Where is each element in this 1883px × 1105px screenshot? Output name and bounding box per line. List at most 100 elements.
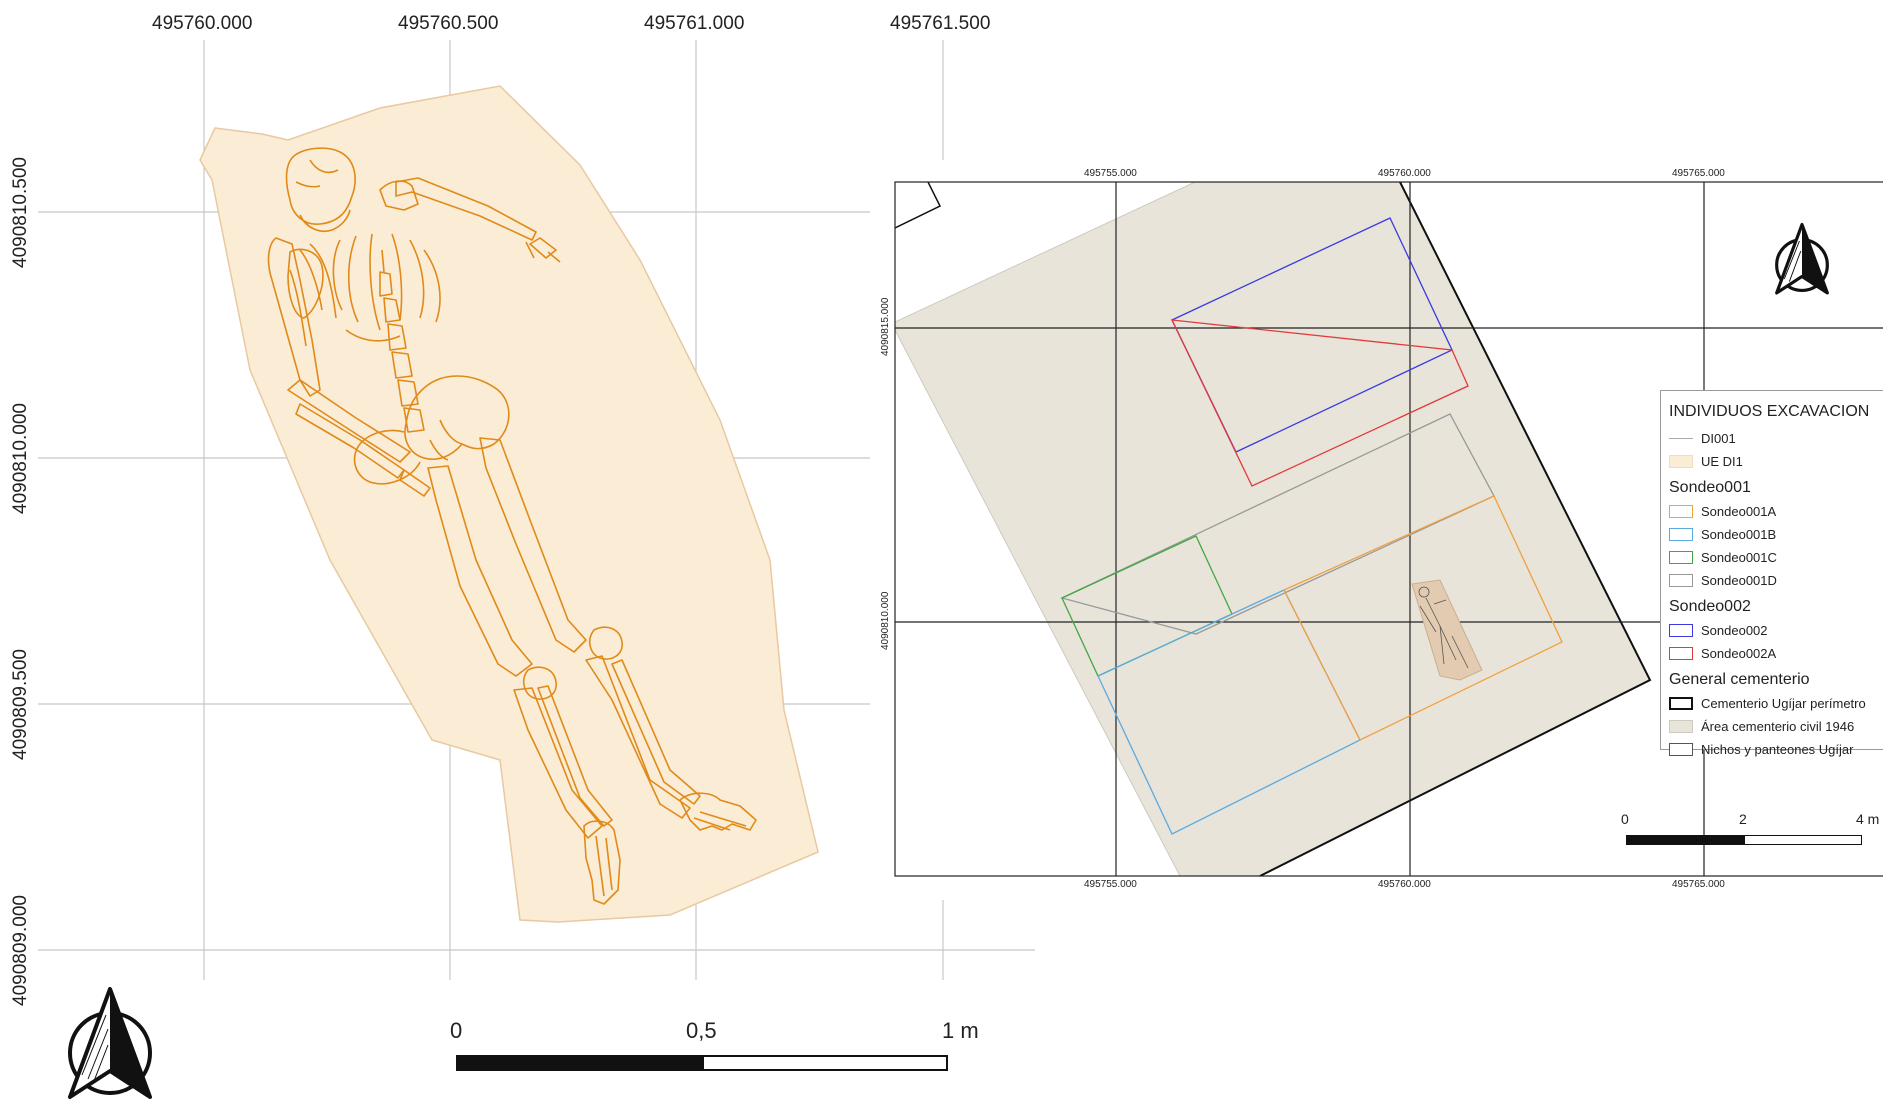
humerus-raised — [395, 177, 537, 241]
scale-label: 2 — [1739, 811, 1747, 827]
legend-label: Área cementerio civil 1946 — [1701, 719, 1855, 734]
scale-label: 0 — [450, 1018, 463, 1043]
y-coordinate-label: 4090809.000 — [10, 895, 31, 1006]
legend-label: UE DI1 — [1701, 454, 1743, 469]
sondeo002 — [1171, 217, 1453, 453]
legend-item: Sondeo001B — [1669, 523, 1877, 546]
femur-left — [427, 465, 533, 677]
skeleton-drawing — [267, 147, 757, 905]
x-coordinate-label: 495760.000 — [1378, 168, 1431, 179]
legend-line-swatch — [1669, 438, 1693, 439]
legend-label: Nichos y panteones Ugíjar — [1701, 742, 1854, 757]
legend-item: Sondeo002 — [1669, 619, 1877, 642]
legend-group-title: General cementerio — [1669, 671, 1810, 688]
legend-item: DI001 — [1669, 427, 1877, 450]
scale-label: 4 m — [1856, 811, 1880, 827]
x-coordinate-label: 495761.500 — [890, 13, 991, 34]
ribs-2 — [289, 243, 401, 347]
north-arrow-icon — [68, 987, 152, 1099]
legend-swatch — [1669, 528, 1693, 541]
x-coordinate-label: 495765.000 — [1672, 879, 1725, 890]
scale-bar-segment — [1627, 836, 1745, 844]
x-coordinate-label: 495765.000 — [1672, 168, 1725, 179]
map-legend: INDIVIDUOS EXCAVACION DI001 UE DI1 Sonde… — [1660, 390, 1883, 757]
scale-label: 0,5 — [686, 1018, 717, 1043]
x-coordinate-label: 495761.000 — [644, 13, 745, 34]
legend-label: Sondeo001A — [1701, 504, 1777, 519]
legend-item: Sondeo001D — [1669, 569, 1877, 592]
legend-item: Sondeo002A — [1669, 642, 1877, 665]
forearm-left — [287, 379, 411, 463]
y-coordinate-label: 4090810.000 — [10, 403, 31, 514]
left-hand — [399, 469, 431, 497]
scale-bar-segment — [458, 1057, 704, 1069]
legend-label: Sondeo002 — [1701, 623, 1768, 638]
forearm-left-2 — [295, 403, 405, 479]
legend-swatch — [1669, 720, 1693, 733]
x-coordinate-label: 495760.500 — [398, 13, 499, 34]
y-coordinate-label: 4090810.500 — [10, 157, 31, 268]
jaw — [299, 209, 351, 232]
ribs — [332, 233, 441, 331]
hand — [525, 237, 561, 263]
legend-label: Cementerio Ugíjar perímetro — [1701, 696, 1866, 711]
legend-label: Sondeo001D — [1701, 573, 1777, 588]
legend-swatch — [1669, 697, 1693, 710]
legend-item: Sondeo001C — [1669, 546, 1877, 569]
x-coordinate-label: 495760.000 — [152, 13, 253, 34]
left-map-panel: 495760.000 495760.500 495761.000 495761.… — [10, 13, 1035, 1099]
legend-item: Sondeo001A — [1669, 500, 1877, 523]
legend-fill-swatch — [1669, 455, 1693, 468]
fibula-left — [537, 685, 613, 827]
scapula — [287, 248, 324, 319]
tibia-left — [513, 687, 603, 839]
scale-label: 0 — [1621, 811, 1629, 827]
legend-swatch — [1669, 647, 1693, 660]
legend-group-title: Sondeo002 — [1669, 598, 1751, 615]
skull — [285, 147, 356, 225]
legend-item: Cementerio Ugíjar perímetro — [1669, 692, 1877, 715]
sondeo002a — [1170, 319, 1469, 487]
north-arrow-icon — [1775, 222, 1829, 295]
femur-right — [479, 437, 587, 653]
sondeo001b — [1097, 589, 1361, 835]
forearm-raised — [379, 180, 419, 211]
legend-label: Sondeo001C — [1701, 550, 1777, 565]
scale-bar — [456, 1055, 948, 1071]
sacrum — [429, 419, 463, 461]
scale-bar — [1626, 835, 1862, 845]
legend-swatch — [1669, 624, 1693, 637]
sondeo001a — [1283, 495, 1563, 741]
small-skeleton — [1418, 586, 1469, 669]
spine — [379, 249, 425, 433]
legend-item: Área cementerio civil 1946 — [1669, 715, 1877, 738]
legend-label: DI001 — [1701, 431, 1736, 446]
legend-group-title: Sondeo001 — [1669, 479, 1751, 496]
scale-label: 1 m — [942, 1018, 979, 1043]
legend-swatch — [1669, 574, 1693, 587]
patella-right — [588, 626, 623, 660]
excavation-unit-small — [1411, 579, 1483, 681]
foot-right — [679, 792, 757, 831]
pelvis-left — [353, 429, 421, 485]
fibula-right — [611, 659, 701, 805]
legend-swatch — [1669, 505, 1693, 518]
sondeo001c — [1061, 535, 1233, 677]
legend-swatch — [1669, 551, 1693, 564]
legend-swatch — [1669, 743, 1693, 756]
patella-left — [522, 666, 557, 700]
x-coordinate-label: 495755.000 — [1084, 168, 1137, 179]
pelvis — [404, 375, 510, 460]
y-coordinate-label: 4090809.500 — [10, 649, 31, 760]
x-coordinate-label: 495755.000 — [1084, 879, 1137, 890]
sondeo001d — [1060, 413, 1495, 635]
excavation-unit-area — [199, 85, 819, 923]
legend-title: INDIVIDUOS EXCAVACION — [1669, 403, 1870, 420]
legend-item: Nichos y panteones Ugíjar — [1669, 738, 1877, 761]
left-map-canvas — [38, 40, 1035, 980]
legend-item: UE DI1 — [1669, 450, 1877, 473]
cemetery-perimeter — [1259, 182, 1652, 876]
humerus-left — [267, 237, 321, 397]
x-coordinate-label: 495760.000 — [1378, 879, 1431, 890]
legend-label: Sondeo001B — [1701, 527, 1777, 542]
